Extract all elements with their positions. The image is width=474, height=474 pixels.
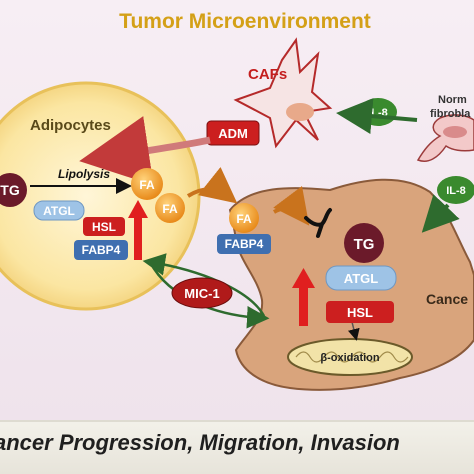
fibroblast-to-il8-arrow	[336, 98, 418, 135]
mitochondrion-cristae	[295, 351, 409, 363]
atgl-adipocyte-badge	[33, 200, 85, 221]
hsl-to-mito-arrow	[347, 321, 360, 341]
membrane-receptor	[304, 208, 332, 238]
adipocyte-upregulation-head	[128, 200, 148, 218]
atgl-cancer-label: ATGL	[344, 271, 378, 286]
hsl-adipocyte-label: HSL	[92, 220, 116, 234]
fabp4-adipocyte-label: FABP4	[82, 243, 121, 257]
beta-oxidation-label: β-oxidation	[320, 352, 380, 364]
normal-fibroblast-label-2: fibrobla	[430, 108, 471, 120]
tg-cancer-badge	[344, 223, 384, 263]
adipocytes-label: Adipocytes	[30, 117, 111, 134]
cancer-upregulation-head	[292, 268, 315, 288]
lipolysis-label: Lipolysis	[58, 167, 110, 181]
hsl-adipocyte-badge	[83, 217, 125, 236]
normal-fibroblast-cell	[416, 114, 474, 162]
adm-label: ADM	[218, 126, 248, 141]
fa-transit-label: FA	[236, 212, 252, 226]
hsl-cancer-label: HSL	[347, 305, 373, 320]
diagram-title: Tumor Microenvironment	[119, 10, 371, 33]
fabp4-adipocyte-badge	[74, 240, 128, 260]
adm-badge	[206, 120, 260, 146]
footer-band	[0, 420, 474, 474]
fa-circle-1	[131, 168, 163, 200]
fa-label-1: FA	[139, 178, 155, 192]
mic1-badge	[171, 277, 233, 309]
cafs-label: CAFs	[248, 66, 287, 83]
adipocyte-upregulation-shaft	[134, 216, 142, 260]
atgl-cancer-badge	[325, 265, 397, 291]
fabp4-transit-label: FABP4	[225, 237, 264, 251]
fa-uptake-arrow	[272, 186, 310, 226]
cancer-upregulation-shaft	[299, 286, 308, 326]
mic1-label: MIC-1	[184, 286, 219, 301]
fabp4-transit-badge	[217, 234, 271, 254]
caf-nucleus	[286, 103, 314, 121]
tg-adipocyte-badge	[0, 173, 27, 207]
fa-transit-circle	[229, 203, 259, 233]
tg-adipocyte-label: TG	[0, 182, 20, 198]
footer-caption: ancer Progression, Migration, Invasion	[0, 430, 400, 455]
hsl-cancer-badge	[326, 301, 394, 323]
tg-cancer-label: TG	[354, 236, 375, 253]
fa-circle-2	[155, 193, 185, 223]
fibroblast-nucleus	[443, 126, 467, 138]
adm-to-adipocyte-arrow	[79, 116, 211, 186]
fa-export-arrow	[186, 166, 238, 204]
il8-right-label: IL-8	[446, 185, 466, 197]
cancer-label: Cance	[426, 291, 468, 307]
normal-fibroblast-label-1: Norm	[438, 94, 467, 106]
il8-to-cancer-arrow	[421, 194, 460, 233]
atgl-adipocyte-label: ATGL	[43, 204, 75, 218]
fa-label-2: FA	[162, 202, 178, 216]
